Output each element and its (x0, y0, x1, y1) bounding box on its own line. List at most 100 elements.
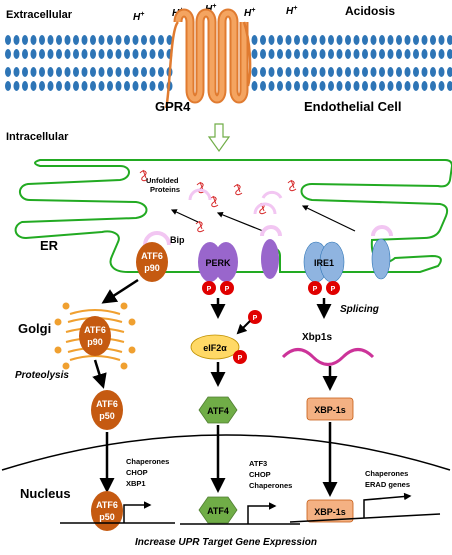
unfolded-protein-icon (195, 220, 205, 233)
lipid-head (404, 67, 411, 77)
svg-text:P: P (225, 286, 230, 293)
acidosis-label: Acidosis (345, 4, 395, 18)
lipid-head (64, 35, 71, 45)
xbp1s-target-genes: Chaperones ERAD genes (365, 469, 410, 489)
gpr4-receptor (164, 8, 252, 109)
lipid-head (302, 81, 309, 91)
svg-text:P: P (238, 355, 243, 362)
phospho-free (248, 310, 262, 324)
lipid-head (149, 67, 156, 77)
lipid-head (353, 81, 360, 91)
lipid-head (319, 35, 326, 45)
lipid-head (311, 81, 317, 91)
lipid-head (260, 35, 266, 45)
lipid-head (413, 35, 419, 45)
lipid-head (39, 67, 45, 77)
lipid-head (277, 49, 283, 59)
lipid-head (260, 49, 266, 59)
lipid-head (73, 81, 79, 91)
lipid-head (81, 35, 88, 45)
lipid-head (268, 49, 275, 59)
lipid-head (30, 35, 37, 45)
lipid-head (73, 35, 79, 45)
lipid-head (345, 67, 351, 77)
lipid-head (141, 81, 147, 91)
lipid-head (64, 81, 71, 91)
lipid-head (396, 81, 402, 91)
lipid-head (285, 81, 292, 91)
lipid-head (396, 67, 402, 77)
lipid-head (404, 35, 411, 45)
lipid-head (22, 35, 28, 45)
unfolded-protein-group (139, 169, 297, 233)
lipid-head (447, 67, 452, 77)
lipid-head (294, 49, 300, 59)
lipid-head (81, 49, 88, 59)
lipid-head (158, 35, 164, 45)
lipid-head (158, 49, 164, 59)
lipid-head (149, 81, 156, 91)
proton-5: H+ (286, 5, 297, 17)
lipid-head (345, 49, 351, 59)
lipid-head (132, 81, 139, 91)
svg-text:XBP-1s: XBP-1s (314, 405, 346, 415)
lipid-head (370, 67, 377, 77)
lipid-head (56, 67, 62, 77)
lipid-head (387, 81, 394, 91)
extracellular-label: Extracellular (6, 9, 73, 21)
lipid-head (421, 67, 428, 77)
lipid-head (404, 49, 411, 59)
lipid-head (90, 67, 96, 77)
lipid-head (22, 49, 28, 59)
lipid-head (115, 67, 122, 77)
lipid-head (362, 49, 368, 59)
lipid-head (90, 81, 96, 91)
lipid-head (396, 49, 402, 59)
lipid-head (345, 35, 351, 45)
lipid-head (98, 35, 105, 45)
proton-1: H+ (133, 11, 144, 23)
lipid-head (5, 49, 11, 59)
lipid-head (311, 67, 317, 77)
bip-label: Bip (170, 235, 185, 245)
lipid-head (302, 49, 309, 59)
xbp1s-mrna-label: Xbp1s (302, 332, 332, 343)
lipid-head (319, 67, 326, 77)
unfolded-proteins-label-2: Proteins (150, 185, 180, 194)
lipid-head (149, 49, 156, 59)
lipid-head (115, 49, 122, 59)
unfolded-protein-icon (233, 183, 243, 196)
lipid-head (132, 67, 139, 77)
lipid-head (90, 49, 96, 59)
lipid-head (268, 35, 275, 45)
lipid-head (81, 81, 88, 91)
bip-lumen-group (188, 188, 283, 215)
lipid-head (56, 35, 62, 45)
svg-text:ATF4: ATF4 (207, 406, 229, 416)
lipid-head (30, 81, 37, 91)
lipid-head (294, 81, 300, 91)
lipid-head (362, 67, 368, 77)
atf6-target-genes: Chaperones CHOP XBP1 (126, 457, 169, 488)
lipid-head (124, 67, 130, 77)
lipid-head (328, 49, 334, 59)
lipid-head (379, 67, 385, 77)
ire1-dimer: IRE1 P P (303, 241, 345, 295)
svg-text:IRE1: IRE1 (314, 258, 334, 268)
lipid-head (387, 67, 394, 77)
lipid-head (30, 49, 37, 59)
lipid-head (362, 35, 368, 45)
lipid-head (64, 49, 71, 59)
svg-text:ATF6: ATF6 (141, 251, 163, 261)
nucleus-label: Nucleus (20, 486, 71, 501)
svg-text:p90: p90 (87, 337, 103, 347)
lipid-head (13, 81, 20, 91)
lipid-head (251, 49, 258, 59)
atf4-nucleus: ATF4 (198, 496, 238, 524)
svg-text:Chaperones: Chaperones (365, 469, 408, 478)
down-arrow-icon (207, 123, 231, 153)
unfolded-protein-icon (209, 195, 219, 208)
lipid-head (268, 67, 275, 77)
footer-caption: Increase UPR Target Gene Expression (135, 537, 317, 548)
